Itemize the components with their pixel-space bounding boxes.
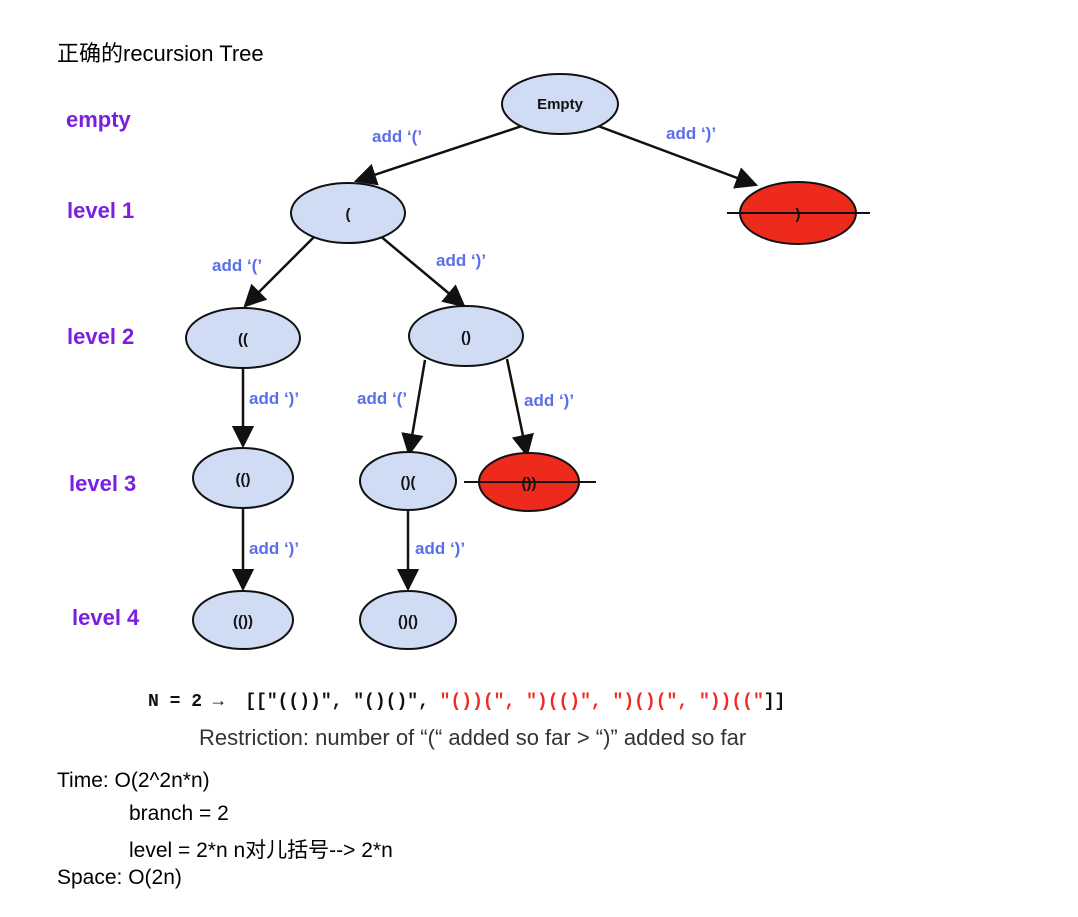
edge-label-l1-open: add ‘(’ bbox=[212, 256, 262, 275]
node-level4-b: ()() bbox=[359, 590, 457, 650]
level-depth: level = 2*n n对儿括号--> 2*n bbox=[129, 839, 393, 862]
edge-root-to-open bbox=[353, 124, 523, 186]
space-complexity: Space: O(2n) bbox=[57, 866, 182, 889]
node-level3-b-label: ()( bbox=[401, 474, 416, 491]
edge-l2b-to-l3c bbox=[505, 358, 534, 458]
level-label-3: level 3 bbox=[69, 471, 137, 496]
node-level4-b-label: ()() bbox=[398, 613, 418, 630]
edge-label-l2b-close: add ‘)’ bbox=[524, 391, 574, 410]
result-invalid-4: "))((" bbox=[698, 692, 764, 712]
result-sep-4: , bbox=[590, 692, 613, 712]
edge-label-l3b-close: add ‘)’ bbox=[415, 539, 465, 558]
result-invalid-1: "())(" bbox=[439, 692, 505, 712]
node-level4-a: (()) bbox=[192, 590, 294, 650]
restriction-text: Restriction: number of “(“ added so far … bbox=[199, 725, 747, 750]
result-sep-1: , bbox=[331, 692, 354, 712]
recursion-tree: add ‘(’ add ‘)’ add ‘(’ add ‘)’ add ‘)’ … bbox=[185, 73, 870, 650]
edge-l1-to-l2b bbox=[378, 234, 466, 308]
edge-l2b-to-l3b bbox=[401, 359, 427, 457]
edge-label-l1-close: add ‘)’ bbox=[436, 251, 486, 270]
result-sep-5: , bbox=[677, 692, 699, 712]
edge-label-root-open: add ‘(’ bbox=[372, 127, 422, 146]
edge-root-to-close bbox=[597, 124, 759, 189]
edge-label-l2b-open: add ‘(’ bbox=[357, 389, 407, 408]
edge-label-root-close: add ‘)’ bbox=[666, 124, 716, 143]
result-prefix: N = 2 → [[ bbox=[148, 692, 267, 712]
result-sep-2: , bbox=[418, 692, 440, 712]
result-sep-3: , bbox=[504, 692, 527, 712]
level-label-4: level 4 bbox=[72, 605, 140, 630]
node-level2-a: (( bbox=[185, 307, 301, 369]
level-label-2: level 2 bbox=[67, 324, 135, 349]
node-level2-b: () bbox=[408, 305, 524, 367]
edge-label-l2a-close: add ‘)’ bbox=[249, 389, 299, 408]
branch-factor: branch = 2 bbox=[129, 802, 229, 825]
level-label-1: level 1 bbox=[67, 198, 135, 223]
result-valid-2: "()()" bbox=[353, 692, 419, 712]
result-valid-1: "(())" bbox=[266, 692, 332, 712]
node-level4-a-label: (()) bbox=[233, 613, 253, 630]
time-complexity: Time: O(2^2n*n) bbox=[57, 769, 210, 792]
result-line: N = 2 → [["(())", "()()", "())(", ")(()"… bbox=[148, 692, 785, 712]
node-level1-open-label: ( bbox=[346, 206, 351, 223]
page-title: 正确的recursion Tree bbox=[57, 41, 264, 66]
node-root-label: Empty bbox=[537, 96, 584, 113]
node-level3-a-label: (() bbox=[236, 471, 251, 488]
edge-label-l3a-close: add ‘)’ bbox=[249, 539, 299, 558]
node-level3-c-label: ()) bbox=[522, 475, 537, 492]
result-invalid-3: ")()(" bbox=[612, 692, 678, 712]
node-level1-close-label: ) bbox=[796, 206, 801, 223]
node-level3-b: ()( bbox=[359, 451, 457, 511]
node-level1-close-pruned: ) bbox=[727, 181, 870, 245]
node-root: Empty bbox=[501, 73, 619, 135]
node-level3-a: (() bbox=[192, 447, 294, 509]
level-label-empty: empty bbox=[66, 107, 131, 132]
edge-l1-to-l2a bbox=[243, 234, 317, 308]
node-level2-a-label: (( bbox=[238, 331, 248, 348]
node-level3-c-pruned: ()) bbox=[464, 452, 596, 512]
result-invalid-2: ")(()" bbox=[526, 692, 591, 712]
node-level2-b-label: () bbox=[461, 329, 471, 346]
node-level1-open: ( bbox=[290, 182, 406, 244]
result-suffix: ]] bbox=[763, 692, 786, 712]
